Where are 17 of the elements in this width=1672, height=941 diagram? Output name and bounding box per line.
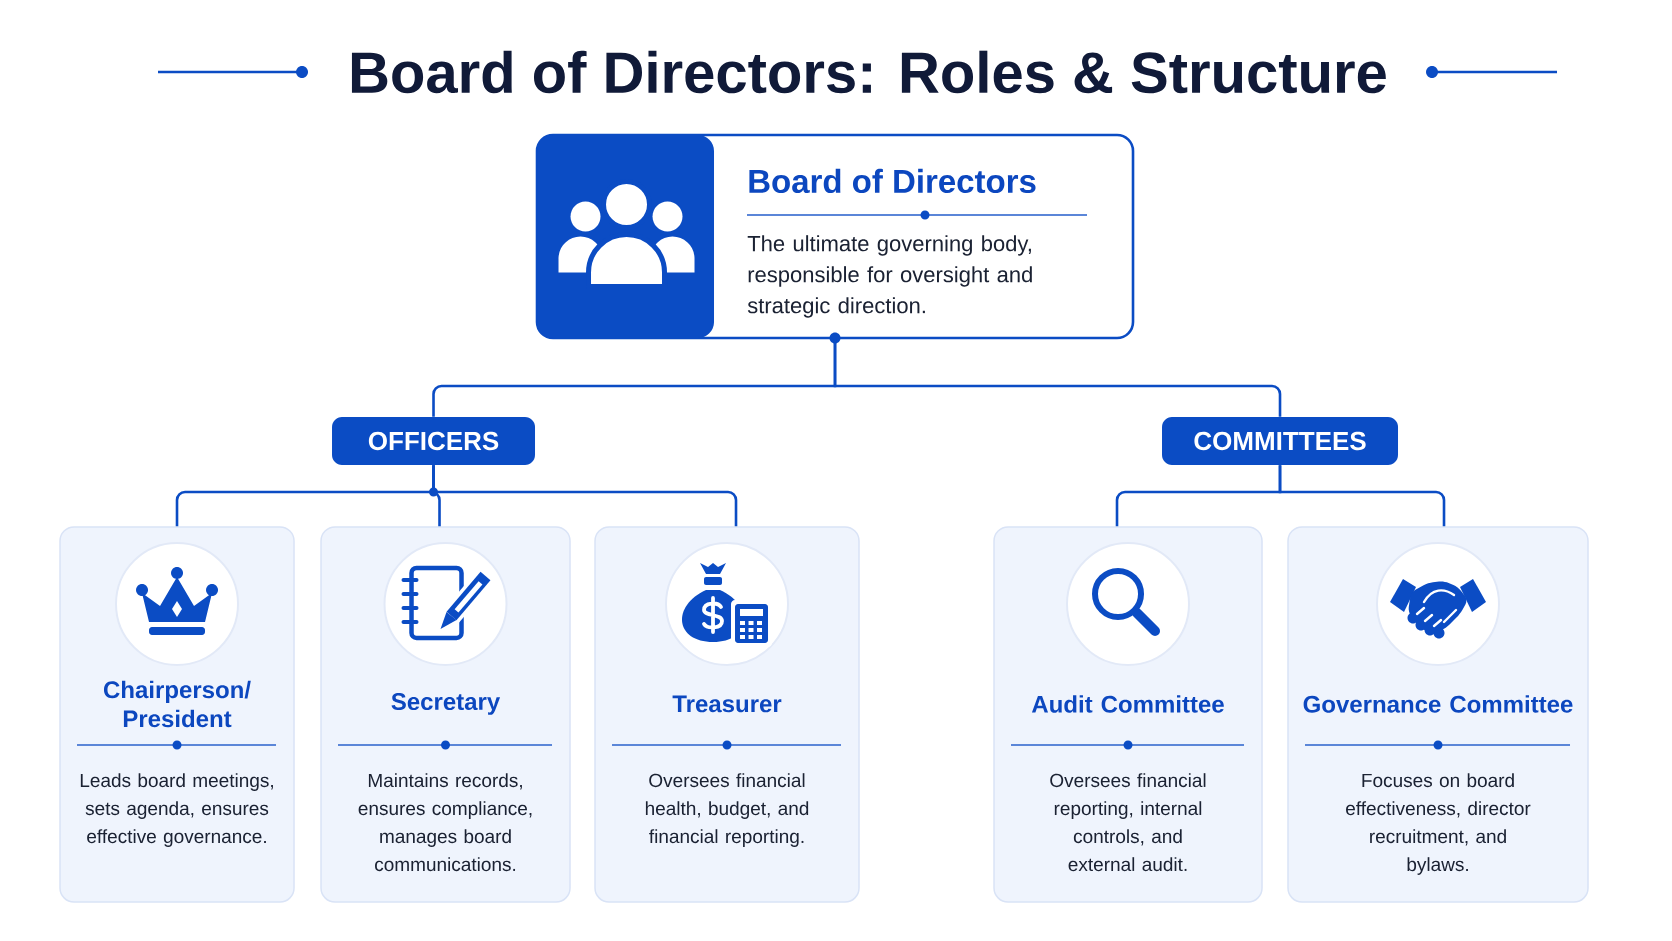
- role-description: Focuses on board effectiveness, director recruitment, and bylaws.: [1346, 773, 1531, 875]
- title: Board of Directors: Roles & Structure: [351, 50, 1386, 94]
- connector: [1278, 465, 1446, 527]
- section-label: OFFICERS: [332, 417, 535, 465]
- role-description: Oversees financial reporting, internal controls, and external audit.: [1050, 773, 1206, 872]
- section-label: COMMITTEES: [1162, 417, 1398, 465]
- card-heading: Board of Directors: [749, 168, 1036, 194]
- role-title: Secretary: [391, 693, 501, 715]
- role-title: Governance Committee: [1303, 695, 1573, 713]
- role-description: Maintains records, ensures compliance, manages board communications.: [358, 773, 532, 872]
- role-description: Oversees financial health, budget, and financial reporting.: [645, 773, 809, 847]
- role-title: Audit Committee: [1031, 695, 1224, 713]
- card-description: The ultimate governing body, responsible for oversight and strategic direction.: [747, 235, 1032, 318]
- role-description: Leads board meetings, sets agenda, ensures effective governance.: [80, 773, 273, 847]
- role-title: Treasurer: [672, 695, 782, 713]
- connector: [432, 465, 738, 527]
- role-title: Chairperson/ President: [104, 680, 251, 728]
